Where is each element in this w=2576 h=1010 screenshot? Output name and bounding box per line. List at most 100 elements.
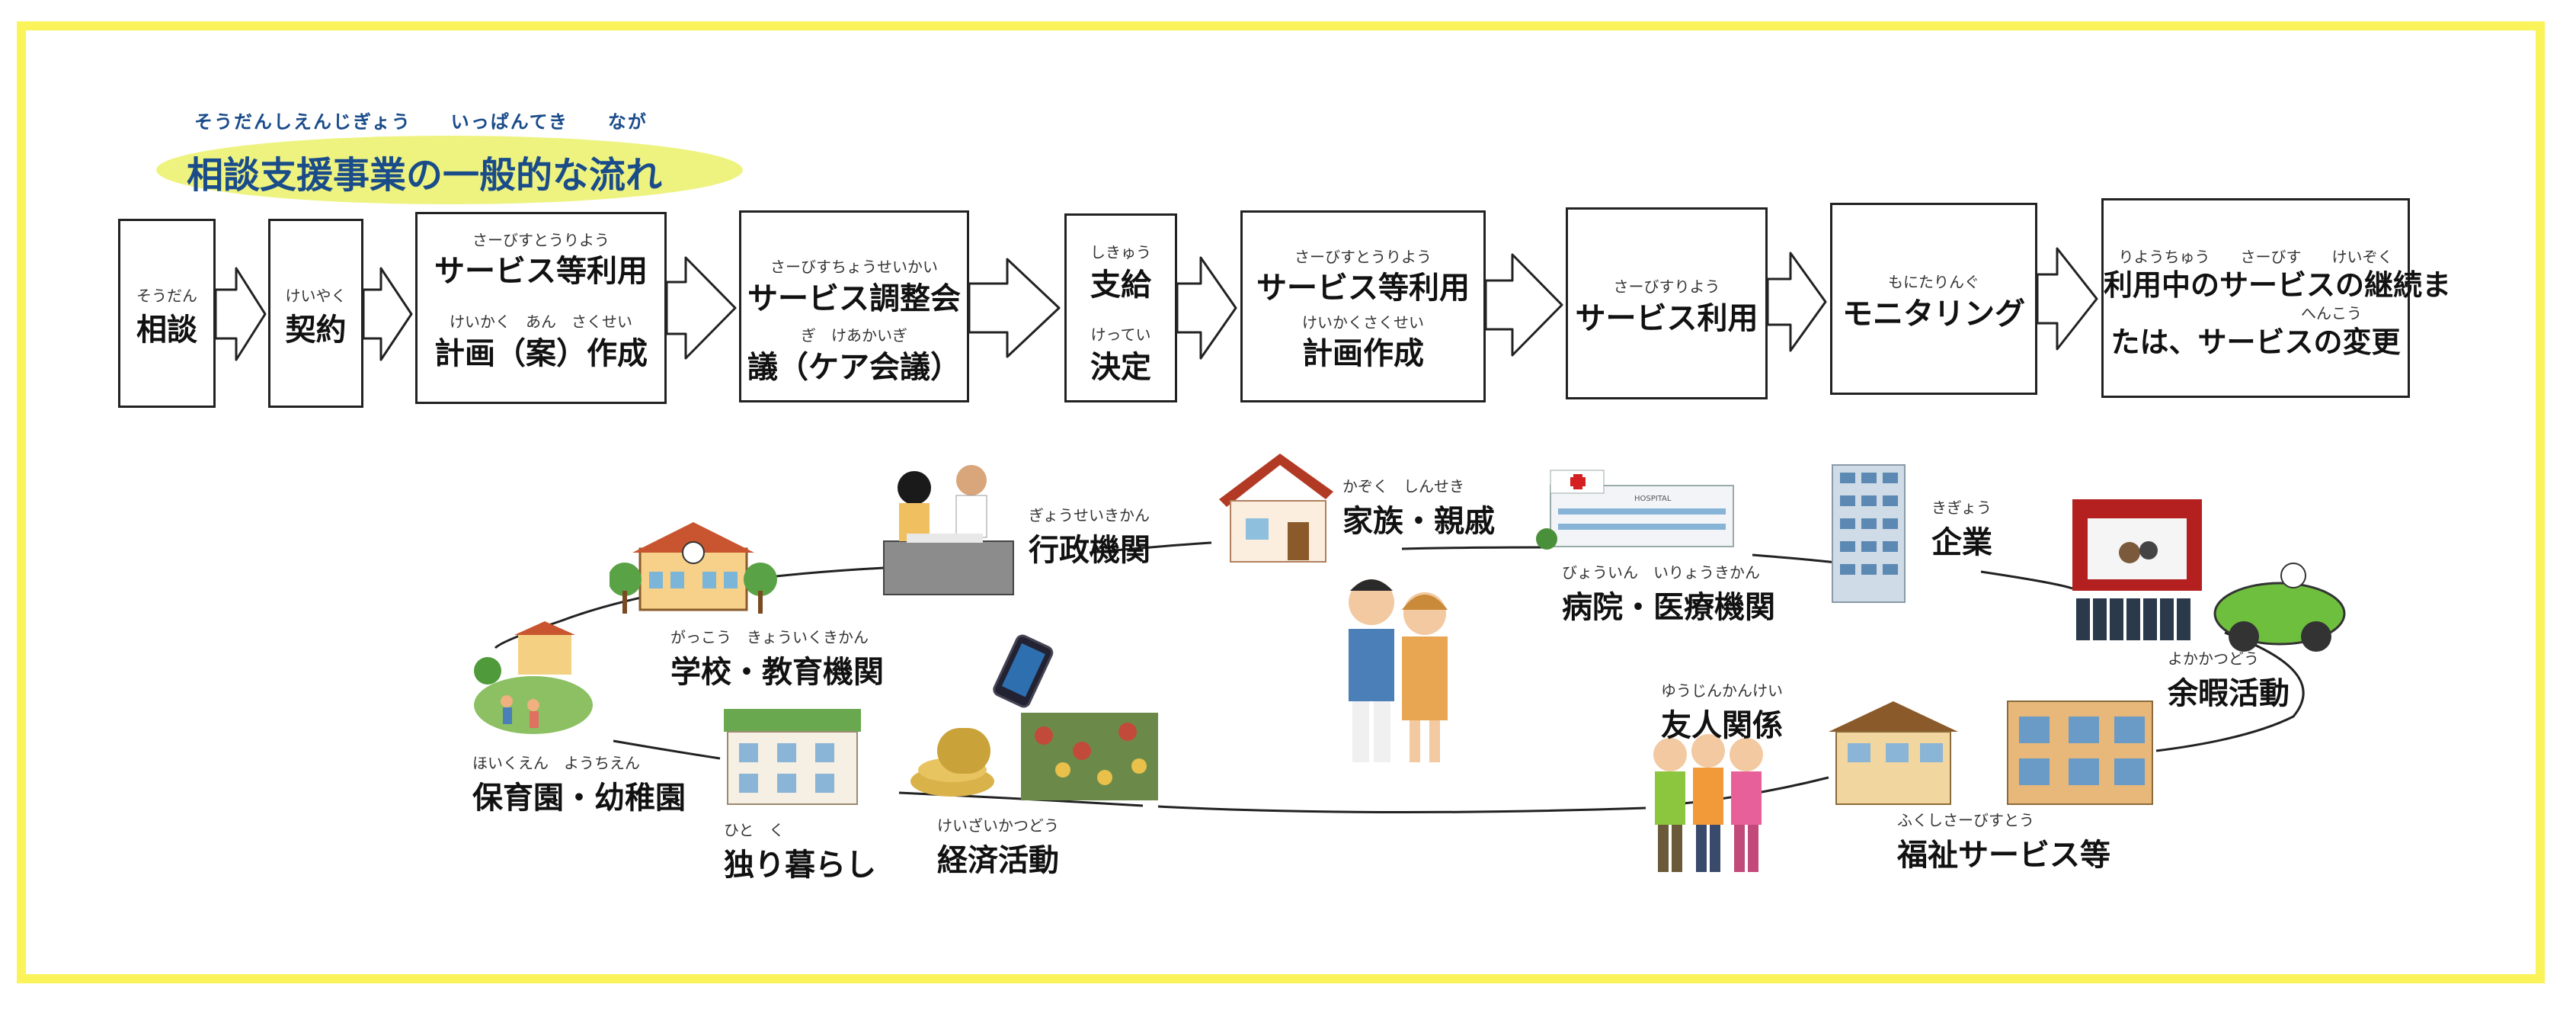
- arrow-right-icon: [968, 258, 1061, 358]
- step-label: 利用中のサービスの継続ま: [2104, 268, 2452, 302]
- step-label: 議（ケア会議）: [747, 350, 961, 385]
- step-label: 契約: [285, 313, 347, 348]
- step-label: 決定: [1090, 350, 1151, 385]
- step-ruby: けいかくさくせい: [1302, 313, 1424, 332]
- step-keiyaku: けいやく 契約: [268, 219, 363, 408]
- step-ruby: さーびすとうりよう: [472, 231, 610, 249]
- step-sodan: そうだん 相談: [118, 219, 216, 408]
- hospital-illustration: HOSPITAL: [1536, 470, 1734, 550]
- step-ruby: しきゅう: [1090, 243, 1151, 261]
- label-ruby: ほいくえん ようちえん: [472, 754, 640, 772]
- label-yoka: よかかつどう 余暇活動: [2168, 646, 2290, 713]
- step-label: サービス等利用: [434, 254, 648, 289]
- label-ruby: ふくしさーびすとう: [1897, 811, 2034, 829]
- label-text: 保育園・幼稚園: [472, 781, 686, 816]
- step-label: 計画（案）作成: [434, 336, 648, 371]
- label-text: 企業: [1931, 525, 1992, 560]
- step-label: たは、サービスの変更: [2110, 325, 2401, 359]
- step-label: モニタリング: [1842, 297, 2025, 332]
- step-ruby: へんこう: [2301, 304, 2362, 322]
- government-office-illustration: [883, 465, 1014, 595]
- network-line: [613, 739, 721, 760]
- label-hitori: ひと く 独り暮らし: [724, 818, 876, 884]
- label-text: 学校・教育機関: [670, 655, 884, 690]
- couple-illustration: [1349, 579, 1448, 762]
- welfare-facility-illustration: [1829, 701, 2153, 805]
- step-ruby: ぎ けあかいぎ: [801, 326, 907, 345]
- smartphone-icon: [993, 634, 1054, 708]
- title-highlight: [156, 136, 743, 204]
- theater-illustration: [2072, 499, 2202, 640]
- friends-illustration: [1653, 734, 1763, 872]
- label-text: 経済活動: [937, 843, 1059, 878]
- label-kazoku: かぞく しんせき 家族・親戚: [1342, 474, 1495, 540]
- step-shikyu-kettei: しきゅう 支給 けってい 決定: [1064, 213, 1177, 402]
- step-service-use: さーびすりよう サービス利用: [1566, 207, 1768, 399]
- label-ruby: ぎょうせいきかん: [1029, 506, 1150, 524]
- step-monitoring: もにたりんぐ モニタリング: [1830, 203, 2037, 395]
- label-ruby: きぎょう: [1931, 499, 1992, 517]
- label-byoin: びょういん いりょうきかん 病院・医療機関: [1562, 560, 1775, 627]
- label-ruby: けいざいかつどう: [937, 816, 1059, 835]
- step-ruby: けいかく あん さくせい: [450, 313, 632, 331]
- label-hoiku: ほいくえん ようちえん 保育園・幼稚園: [472, 751, 686, 817]
- step-service-plan: さーびすとうりよう サービス等利用 けいかくさくせい 計画作成: [1240, 210, 1486, 402]
- label-keizai: けいざいかつどう 経済活動: [937, 813, 1059, 880]
- step-care-meeting: さーびすちょうせいかい サービス調整会 ぎ けあかいぎ 議（ケア会議）: [739, 210, 969, 402]
- school-illustration: [610, 522, 777, 614]
- label-ruby: ひと く: [724, 821, 785, 839]
- money-market-illustration: [910, 713, 1158, 800]
- label-yujin: ゆうじんかんけい 友人関係: [1661, 678, 1783, 745]
- step-ruby: りようちゅう さーびす けいぞく: [2118, 248, 2393, 266]
- label-ruby: びょういん いりょうきかん: [1562, 563, 1760, 582]
- label-ruby: がっこう きょういくきかん: [670, 628, 869, 646]
- label-ruby: かぞく しんせき: [1342, 477, 1464, 495]
- arrow-right-icon: [665, 256, 737, 360]
- arrow-right-icon: [1484, 253, 1563, 357]
- label-text: 余暇活動: [2168, 676, 2290, 711]
- step-label: サービス利用: [1575, 301, 1758, 336]
- label-text: 独り暮らし: [724, 848, 876, 883]
- network-line: [1089, 541, 1212, 554]
- step-label: サービス調整会: [747, 281, 961, 316]
- label-ruby: ゆうじんかんけい: [1661, 681, 1783, 700]
- label-fukushi: ふくしさーびすとう 福祉サービス等: [1897, 808, 2110, 874]
- house-illustration: [1219, 454, 1333, 563]
- step-continue-or-change: りようちゅう さーびす けいぞく 利用中のサービスの継続ま へんこう たは、サー…: [2101, 198, 2452, 398]
- network-line: [2155, 631, 2305, 752]
- label-ruby: よかかつどう: [2168, 649, 2259, 668]
- step-label: 支給: [1090, 268, 1151, 303]
- kindergarten-illustration: [474, 621, 593, 734]
- label-text: 行政機関: [1029, 533, 1150, 568]
- step-ruby: さーびすちょうせいかい: [770, 258, 938, 276]
- arrow-right-icon: [2036, 247, 2098, 351]
- step-ruby: けってい: [1090, 325, 1151, 344]
- arrow-right-icon: [1176, 256, 1237, 360]
- label-kigyo: きぎょう 企業: [1931, 495, 1992, 562]
- label-text: 友人関係: [1661, 708, 1783, 743]
- car-illustration: [2213, 563, 2346, 652]
- step-label: サービス等利用: [1256, 271, 1470, 306]
- network-line: [1157, 805, 1646, 814]
- step-ruby: さーびすとうりよう: [1294, 248, 1432, 266]
- title-ruby: そうだんしえんじぎょう いっぱんてき なが: [194, 111, 648, 133]
- step-ruby: けいやく: [285, 287, 347, 305]
- label-gakko: がっこう きょういくきかん 学校・教育機関: [670, 625, 884, 691]
- label-gyosei: ぎょうせいきかん 行政機関: [1029, 503, 1150, 569]
- arrow-right-icon: [1766, 252, 1827, 352]
- network-line: [1401, 546, 1547, 550]
- step-label: 計画作成: [1302, 336, 1424, 371]
- label-text: 病院・医療機関: [1562, 590, 1775, 625]
- step-label: 相談: [136, 313, 197, 348]
- office-building-illustration: [1832, 464, 1906, 603]
- label-text: 家族・親戚: [1342, 504, 1495, 539]
- hospital-sign: HOSPITAL: [1634, 495, 1672, 503]
- label-text: 福祉サービス等: [1897, 838, 2110, 873]
- step-ruby: そうだん: [136, 287, 197, 305]
- title-text: 相談支援事業の一般的な流れ: [187, 154, 663, 197]
- arrow-right-icon: [214, 267, 267, 361]
- apartment-illustration: [724, 709, 861, 805]
- outer-frame: [17, 21, 2545, 983]
- step-ruby: もにたりんぐ: [1888, 273, 1979, 291]
